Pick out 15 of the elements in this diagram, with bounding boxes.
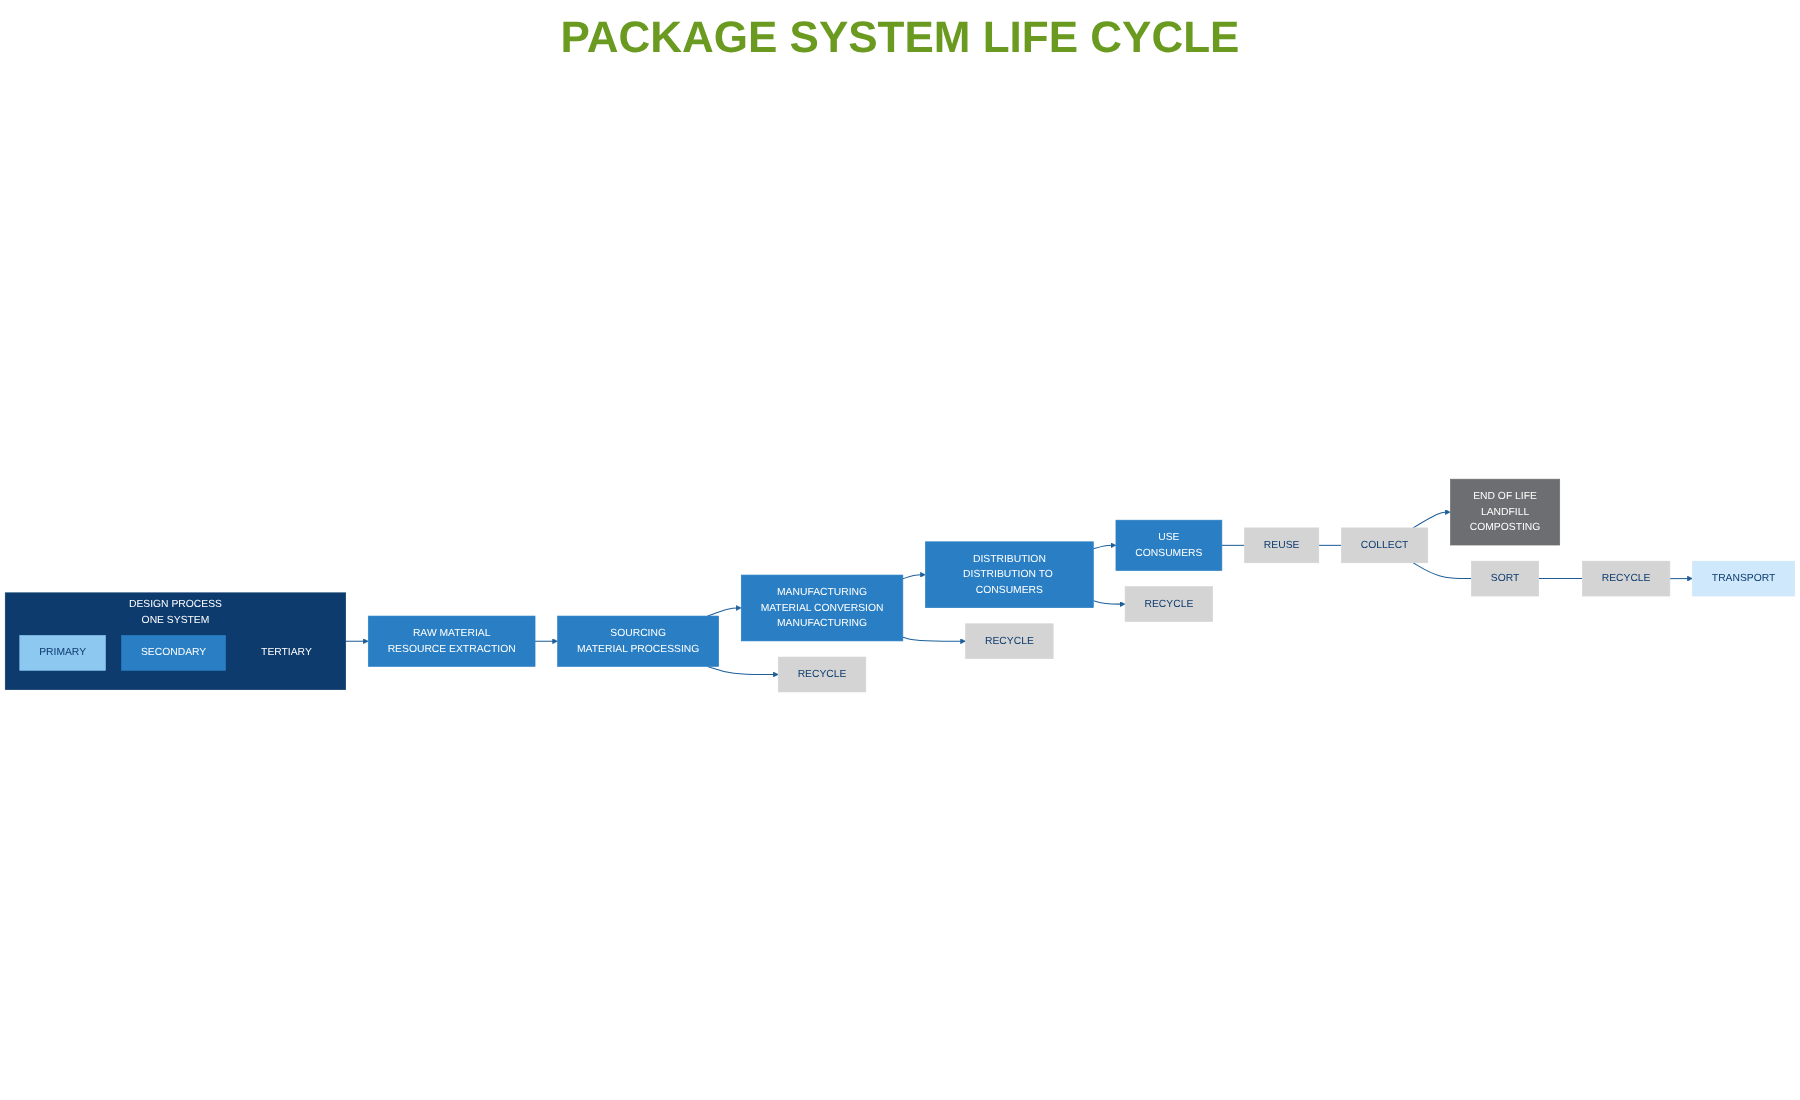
arrow (1412, 508, 1451, 528)
arrow (345, 637, 369, 644)
connector (1412, 561, 1472, 579)
arrow (1669, 575, 1693, 581)
arrow (902, 636, 966, 644)
diagram-title: PACKAGE SYSTEM LIFE CYCLE (558, 12, 1242, 64)
arrow (707, 604, 742, 616)
connector (1318, 544, 1342, 546)
connector (1538, 577, 1583, 579)
arrow (1092, 599, 1126, 607)
connector (1221, 544, 1245, 546)
arrow (1092, 541, 1117, 549)
arrow (902, 571, 926, 579)
arrow (707, 665, 779, 677)
arrow (534, 637, 558, 644)
